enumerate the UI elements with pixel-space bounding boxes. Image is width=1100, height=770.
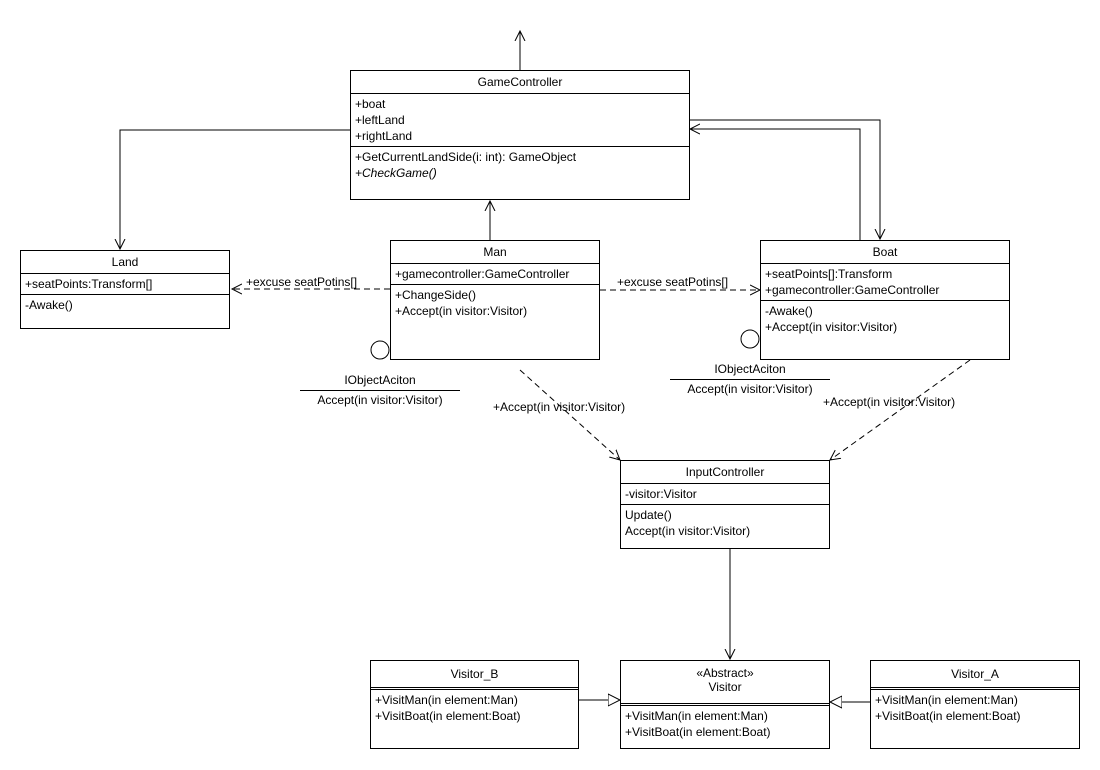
class-name: Visitor: [708, 680, 742, 694]
class-land[interactable]: Land +seatPoints:Transform[] -Awake(): [20, 250, 230, 329]
operation: +VisitBoat(in element:Boat): [375, 709, 521, 723]
man-interface-lollipop-icon: [370, 340, 390, 360]
boat-gamecontroller-association: [690, 129, 861, 240]
class-name: Boat: [872, 245, 898, 259]
edge-label-man-land: +excuse seatPotins[]: [246, 275, 358, 289]
operation: +VisitBoat(in element:Boat): [875, 709, 1021, 723]
class-header: «Abstract» Visitor: [621, 661, 829, 703]
attribute: +rightLand: [355, 129, 413, 143]
attributes: +boat +leftLand +rightLand: [351, 93, 689, 146]
interface-operation: Accept(in visitor:Visitor): [317, 393, 443, 407]
attribute: -visitor:Visitor: [625, 487, 697, 501]
class-inputcontroller[interactable]: InputController -visitor:Visitor Update(…: [620, 460, 830, 549]
attribute: +seatPoints[]:Transform: [765, 267, 893, 281]
operation: +Accept(in visitor:Visitor): [395, 304, 528, 318]
operations: +ChangeSide() +Accept(in visitor:Visitor…: [391, 284, 599, 321]
class-name: InputController: [685, 465, 765, 479]
gamecontroller-boat-association: [690, 119, 880, 239]
operation: Update(): [625, 508, 672, 522]
operations: Update() Accept(in visitor:Visitor): [621, 504, 829, 541]
class-name: Visitor_B: [450, 667, 499, 681]
class-visitor[interactable]: «Abstract» Visitor +VisitMan(in element:…: [620, 660, 830, 749]
class-name: Man: [483, 245, 507, 259]
operations: +GetCurrentLandSide(i: int): GameObject …: [351, 146, 689, 183]
attributes: +seatPoints[]:Transform +gamecontroller:…: [761, 263, 1009, 300]
operation: -Awake(): [765, 304, 813, 318]
interface-name: IObjectAciton: [300, 373, 460, 391]
operation: +ChangeSide(): [395, 288, 477, 302]
operation: -Awake(): [25, 298, 73, 312]
attribute: +gamecontroller:GameController: [395, 267, 570, 281]
operation: Accept(in visitor:Visitor): [625, 524, 751, 538]
class-name: Land: [111, 255, 139, 269]
class-boat[interactable]: Boat +seatPoints[]:Transform +gamecontro…: [760, 240, 1010, 360]
attribute: +seatPoints:Transform[]: [25, 277, 153, 291]
class-gamecontroller[interactable]: GameController +boat +leftLand +rightLan…: [350, 70, 690, 200]
stereotype-label: «Abstract»: [696, 666, 754, 680]
attributes: +gamecontroller:GameController: [391, 263, 599, 284]
operation: +VisitMan(in element:Man): [625, 709, 768, 723]
abstract-operation: +CheckGame(): [355, 166, 437, 180]
operations: +VisitMan(in element:Man) +VisitBoat(in …: [621, 703, 829, 742]
operation: +VisitMan(in element:Man): [875, 693, 1018, 707]
gamecontroller-land-association: [120, 129, 350, 249]
edge-label-boat-input: +Accept(in visitor:Visitor): [823, 395, 956, 409]
boat-input-dependency: [830, 359, 971, 460]
operation: +GetCurrentLandSide(i: int): GameObject: [355, 150, 577, 164]
attributes: +seatPoints:Transform[]: [21, 273, 229, 294]
attributes: -visitor:Visitor: [621, 483, 829, 504]
interface-man[interactable]: IObjectAciton Accept(in visitor:Visitor): [300, 373, 460, 408]
class-visitor-a[interactable]: Visitor_A +VisitMan(in element:Man) +Vis…: [870, 660, 1080, 749]
operation: +Accept(in visitor:Visitor): [765, 320, 898, 334]
interface-boat[interactable]: IObjectAciton Accept(in visitor:Visitor): [670, 362, 830, 397]
class-name: GameController: [477, 75, 563, 89]
operations: -Awake() +Accept(in visitor:Visitor): [761, 300, 1009, 337]
operation: +VisitMan(in element:Man): [375, 693, 518, 707]
boat-interface-lollipop-icon: [740, 329, 760, 349]
class-visitor-b[interactable]: Visitor_B +VisitMan(in element:Man) +Vis…: [370, 660, 579, 749]
attribute: +gamecontroller:GameController: [765, 283, 940, 297]
interface-operation: Accept(in visitor:Visitor): [687, 382, 813, 396]
operations: +VisitMan(in element:Man) +VisitBoat(in …: [371, 687, 578, 726]
edge-label-man-input: +Accept(in visitor:Visitor): [493, 400, 626, 414]
class-name: Visitor_A: [951, 667, 999, 681]
operations: -Awake(): [21, 294, 229, 315]
man-input-dependency: [519, 369, 620, 460]
edge-label-man-boat: +excuse seatPotins[]: [617, 275, 729, 289]
operation: +VisitBoat(in element:Boat): [625, 725, 771, 739]
operations: +VisitMan(in element:Man) +VisitBoat(in …: [871, 687, 1079, 726]
class-man[interactable]: Man +gamecontroller:GameController +Chan…: [390, 240, 600, 360]
attribute: +boat: [355, 97, 386, 111]
attribute: +leftLand: [355, 113, 405, 127]
interface-name: IObjectAciton: [670, 362, 830, 380]
